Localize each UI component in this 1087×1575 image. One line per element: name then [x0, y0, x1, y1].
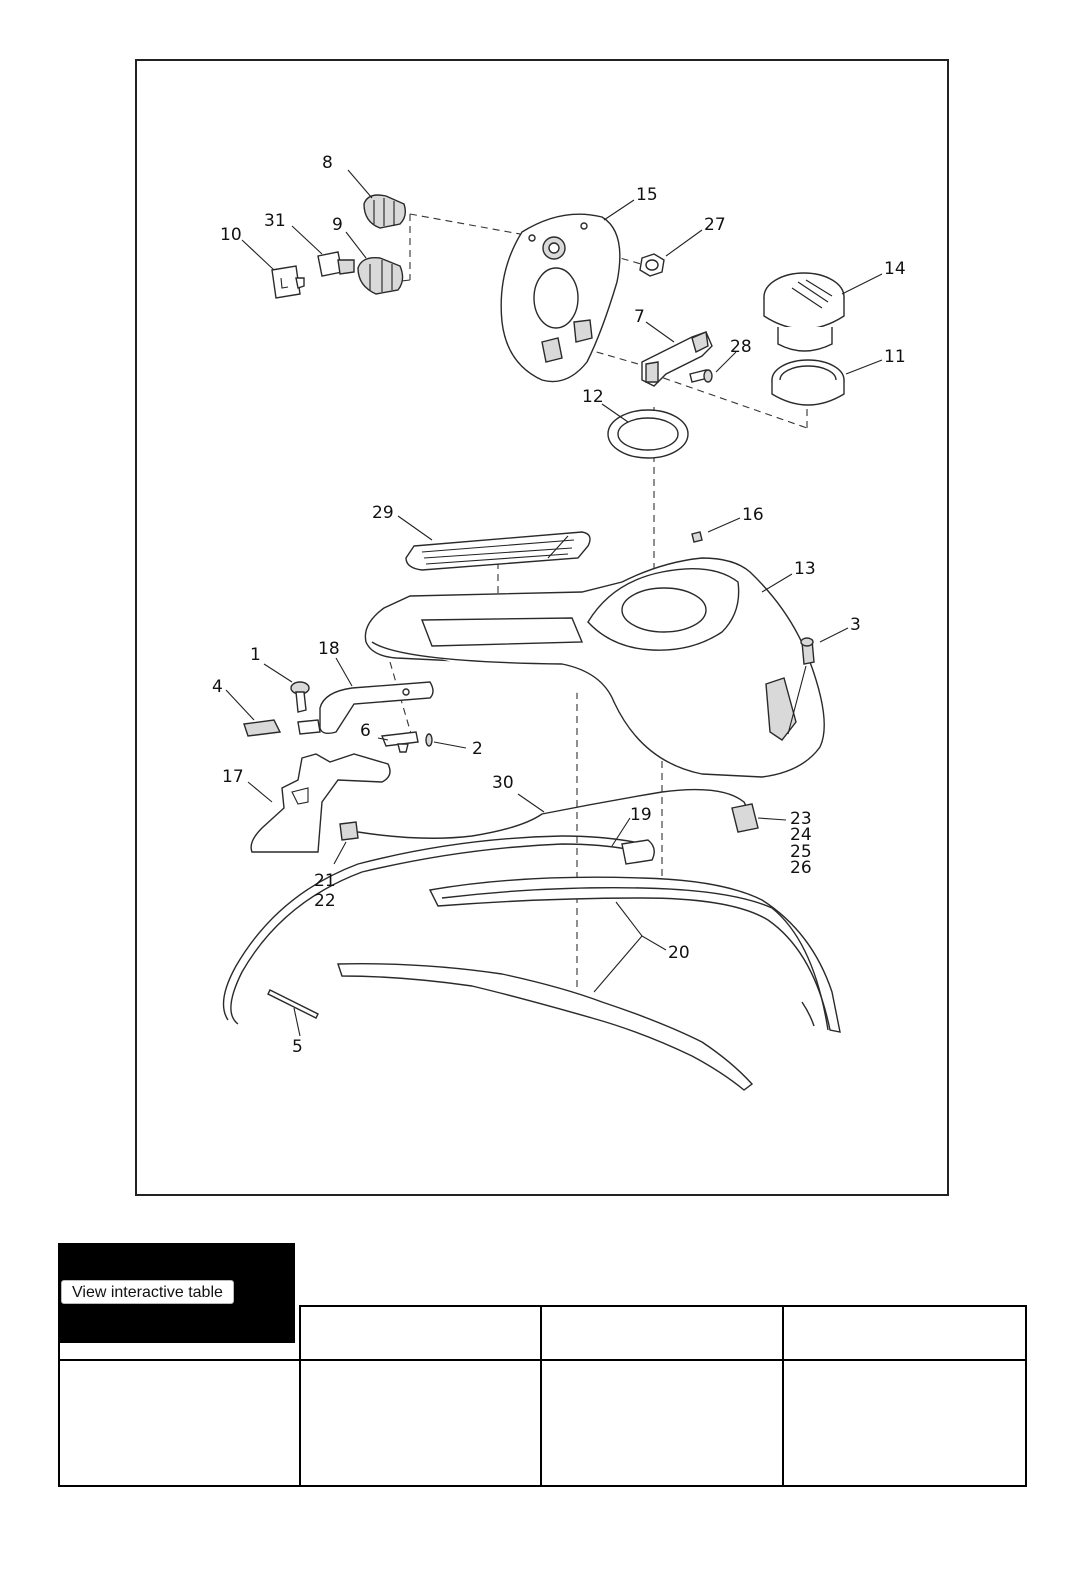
- part-15-plate: [500, 213, 621, 383]
- assembly-line: [651, 373, 808, 429]
- callout-29: 29: [372, 503, 394, 523]
- callout-5: 5: [292, 1037, 303, 1057]
- callout-27: 27: [704, 215, 726, 235]
- callout-14: 14: [884, 259, 906, 279]
- callout-24: 24: [790, 825, 812, 845]
- callout-16: 16: [742, 505, 764, 525]
- diagram-canvas: 8 15 31 10 9 27 14 7 28 11 12 29 16 13 3…: [212, 153, 906, 1091]
- part-6-tab: [381, 731, 419, 753]
- part-8-fitting: [363, 194, 407, 229]
- callout-10: 10: [220, 225, 242, 245]
- view-interactive-table-button[interactable]: View interactive table: [61, 1280, 234, 1304]
- table-header-overlay: View interactive table: [58, 1243, 295, 1343]
- callout-11: 11: [884, 347, 906, 367]
- callout-7: 7: [634, 307, 645, 327]
- callout-12: 12: [582, 387, 604, 407]
- part-4-clip-nut: [243, 719, 321, 737]
- callout-3: 3: [850, 615, 861, 635]
- part-31-clip: [317, 251, 355, 277]
- callout-23: 23: [790, 809, 812, 829]
- part-11-gasket-ring: [771, 359, 845, 406]
- part-3-bolt: [787, 637, 815, 735]
- table-bottom-border: [58, 1485, 1027, 1487]
- part-20-seal-strips: [337, 876, 841, 1091]
- table-column-divider: [299, 1305, 301, 1487]
- callout-22: 22: [314, 891, 336, 911]
- callout-21: 21: [314, 871, 336, 891]
- part-10-tag: [271, 265, 305, 299]
- part-19-hose: [222, 835, 655, 1025]
- part-9-fitting: [357, 257, 404, 295]
- callout-13: 13: [794, 559, 816, 579]
- callout-2: 2: [472, 739, 483, 759]
- callout-18: 18: [318, 639, 340, 659]
- callout-4: 4: [212, 677, 223, 697]
- callout-1: 1: [250, 645, 261, 665]
- part-1-screw: [290, 681, 310, 713]
- callout-6: 6: [360, 721, 371, 741]
- callout-9: 9: [332, 215, 343, 235]
- part-17-cover: [250, 753, 391, 853]
- table-header-divider: [58, 1359, 1027, 1361]
- callout-26: 26: [790, 858, 812, 878]
- part-12-gasket: [607, 409, 689, 459]
- table-top-border: [299, 1305, 1027, 1307]
- part-13-console: [364, 557, 825, 778]
- table-column-divider: [540, 1305, 542, 1487]
- part-27-nut: [639, 253, 665, 277]
- callout-19: 19: [630, 805, 652, 825]
- part-28-screw: [689, 369, 713, 383]
- part-23-26-connector: [731, 803, 759, 833]
- part-21-22-connector: [339, 821, 359, 841]
- callout-8: 8: [322, 153, 333, 173]
- callout-30: 30: [492, 773, 514, 793]
- callout-20: 20: [668, 943, 690, 963]
- table-column-divider: [782, 1305, 784, 1487]
- callout-31: 31: [264, 211, 286, 231]
- callout-15: 15: [636, 185, 658, 205]
- part-29-trim-strip: [405, 531, 591, 571]
- part-14-filler-cap: [763, 272, 845, 352]
- table-right-border: [1025, 1305, 1027, 1487]
- callout-17: 17: [222, 767, 244, 787]
- part-7-bracket: [641, 330, 713, 387]
- leader-lines: [225, 169, 883, 1037]
- parts-table: View interactive table: [58, 1243, 1027, 1487]
- callout-28: 28: [730, 337, 752, 357]
- part-18-bracket: [319, 681, 434, 735]
- exploded-parts-diagram: 8 15 31 10 9 27 14 7 28 11 12 29 16 13 3…: [135, 59, 949, 1196]
- callout-25: 25: [790, 842, 812, 862]
- part-16-plug: [691, 531, 703, 543]
- part-30-wire-harness: [357, 788, 749, 839]
- table-left-border: [58, 1343, 60, 1487]
- part-5-cable-tie: [267, 989, 319, 1019]
- part-2-screw: [425, 733, 433, 747]
